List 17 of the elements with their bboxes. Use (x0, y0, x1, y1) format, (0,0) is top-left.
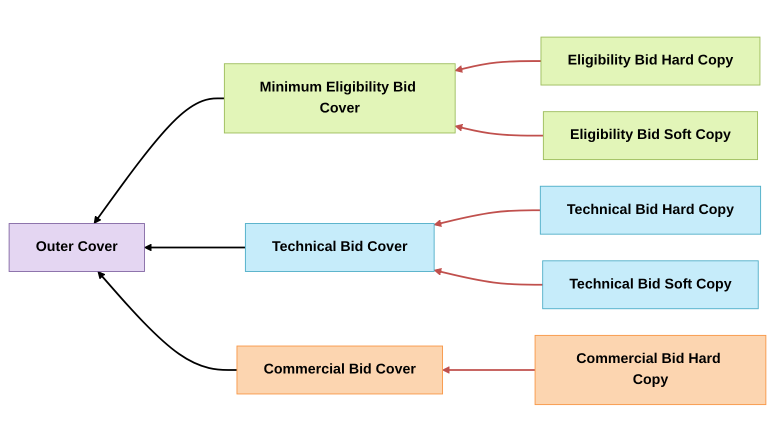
node-box: Technical Bid Cover (244, 222, 435, 272)
arrow (94, 97, 224, 224)
node-box: Technical Bid Hard Copy (540, 185, 762, 234)
arrow (442, 366, 536, 374)
arrow (454, 60, 541, 72)
node-box: Commercial Bid Cover (236, 345, 443, 394)
arrow (144, 243, 246, 252)
node-box: Eligibility Bid Hard Copy (540, 36, 760, 86)
node-box: Outer Cover (8, 222, 145, 272)
arrow (98, 270, 237, 371)
node-box: Eligibility Bid Soft Copy (542, 110, 758, 160)
node-box: Commercial Bid Hard Copy (534, 334, 766, 405)
arrow (454, 124, 544, 136)
node-box: Technical Bid Soft Copy (542, 260, 759, 309)
node-box: Minimum Eligibility Bid Cover (224, 62, 456, 134)
arrow (434, 208, 540, 227)
arrow (434, 268, 543, 286)
